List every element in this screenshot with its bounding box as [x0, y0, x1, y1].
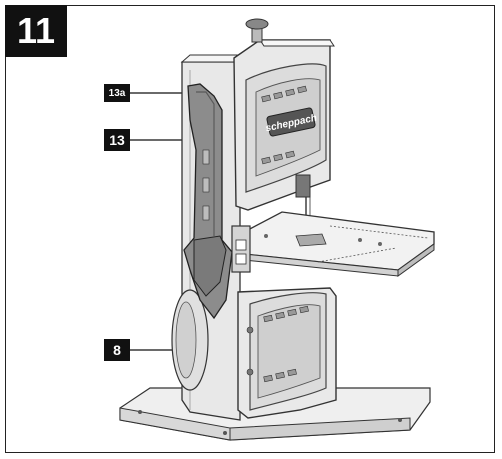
switch-box: [231, 225, 251, 273]
lower-housing: [237, 287, 337, 419]
callout-8: 8: [104, 339, 130, 361]
upper-housing: scheppach: [233, 18, 335, 211]
figure-number: 11: [5, 5, 67, 57]
saw-table: [243, 211, 435, 277]
rear-wheel-guard: [171, 289, 209, 391]
callout-13a: 13a: [104, 84, 130, 102]
side-cover-13: [183, 83, 233, 320]
callout-13: 13: [104, 129, 130, 151]
